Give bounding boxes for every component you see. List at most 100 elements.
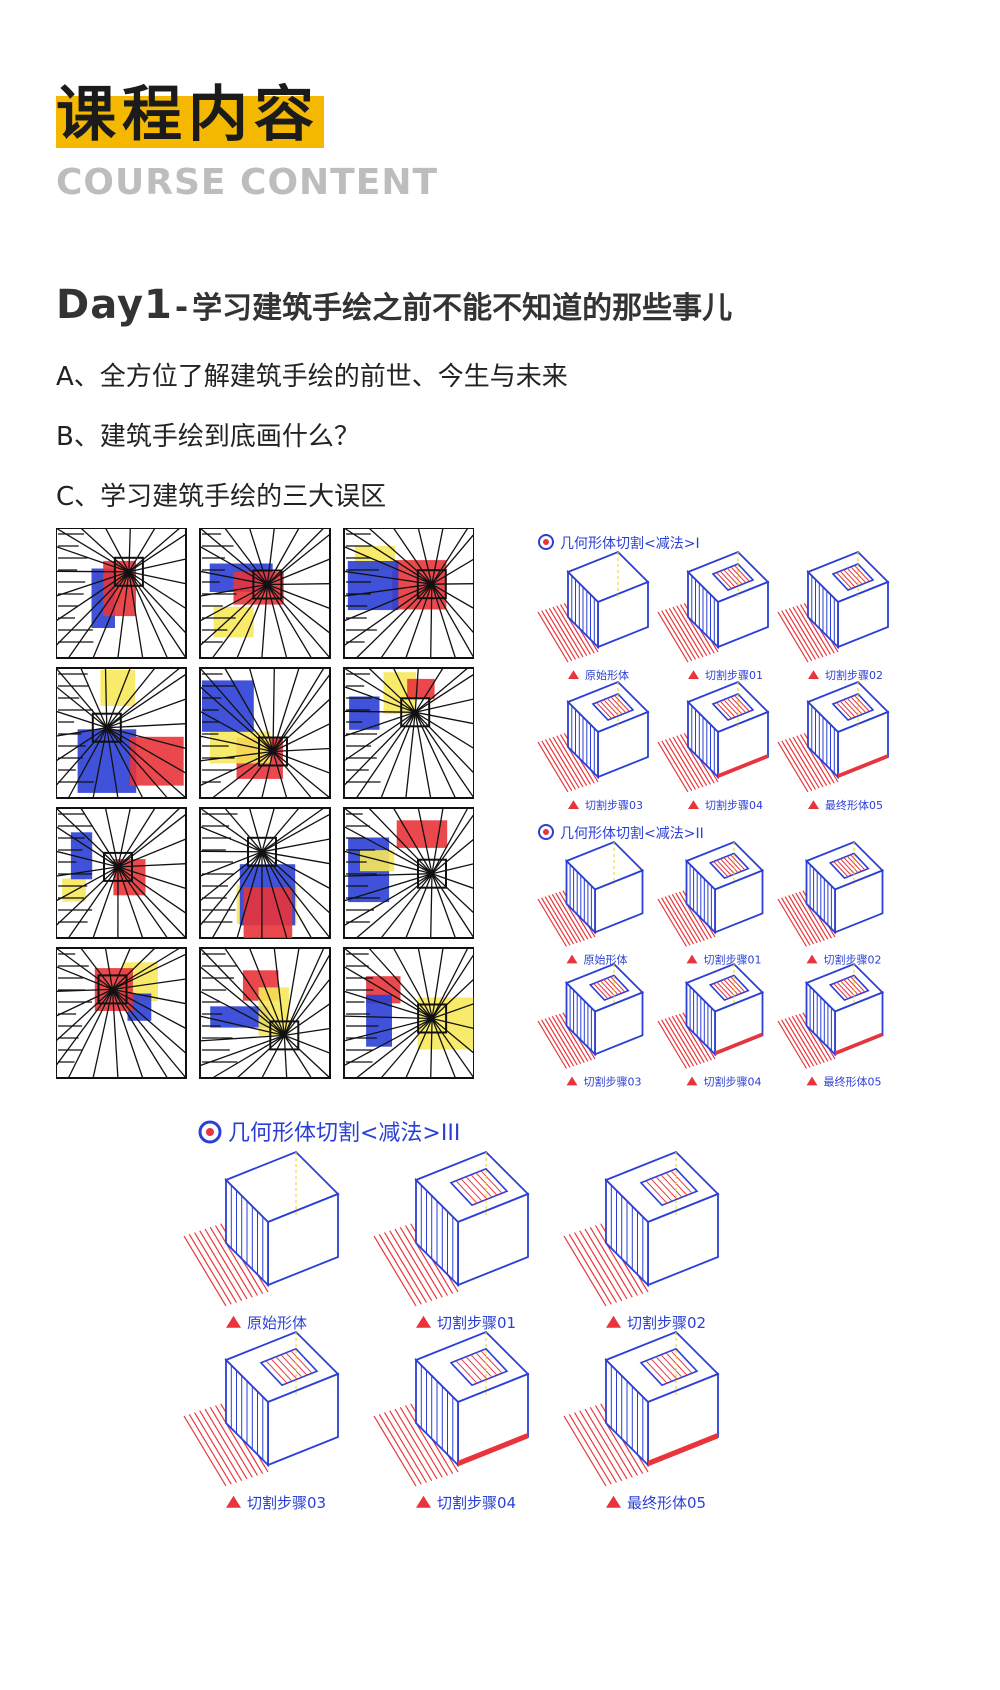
- cut-hatch: [840, 980, 856, 997]
- cut-hatch: [650, 1178, 673, 1202]
- sketch-line: [431, 873, 457, 939]
- shadow-hatch: [573, 1232, 618, 1303]
- shadow-hatch: [795, 1014, 825, 1063]
- sketch-line: [199, 750, 274, 787]
- cut-hatch: [660, 1174, 683, 1198]
- cut-hatch: [650, 1358, 673, 1382]
- shadow-hatch: [573, 1412, 618, 1483]
- shadow-hatch: [544, 739, 577, 790]
- shadow-hatch: [777, 741, 809, 793]
- sketch-vanishing-box: [269, 1020, 300, 1051]
- sketch-line: [272, 673, 331, 752]
- sketch-line: [355, 873, 433, 939]
- shadow-hatch: [558, 1013, 589, 1062]
- cut-step-label: 原始形体: [585, 668, 629, 682]
- triangle-marker-icon: [686, 1076, 698, 1086]
- sketch-line: [112, 988, 187, 1054]
- sketch-line: [261, 584, 269, 659]
- cut-hatch: [465, 1176, 488, 1200]
- sketch-line: [199, 735, 274, 753]
- sketch-vanishing-box: [417, 858, 447, 889]
- cut-step-label: 最终形体05: [627, 1494, 706, 1512]
- sketch-line: [56, 570, 129, 573]
- sketch-line: [284, 1027, 331, 1037]
- sketch-line: [405, 1018, 433, 1079]
- target-icon: [538, 534, 554, 550]
- sketch-line: [414, 667, 419, 713]
- cut-hatch: [730, 566, 747, 584]
- diagram-title: 几何形体切割<减法>I: [560, 535, 700, 552]
- sketch-line: [236, 751, 274, 799]
- sketch-line: [392, 667, 416, 713]
- shadow-hatch: [548, 737, 580, 789]
- sketch-line: [417, 528, 433, 585]
- sketch-line: [266, 584, 331, 659]
- shadow-hatch: [671, 1015, 702, 1065]
- cut-hatch: [280, 1354, 303, 1378]
- sketch-line: [431, 807, 444, 874]
- cut-hatch: [593, 983, 609, 1000]
- sketch-line: [199, 750, 274, 762]
- course-item-a: A、全方位了解建筑手绘的前世、今生与未来: [56, 362, 568, 392]
- sketch-line: [56, 988, 113, 1042]
- cut-diagram-cell: 切割步骤04: [373, 1330, 530, 1512]
- shadow-hatch: [788, 1017, 818, 1066]
- sketch-line: [106, 667, 156, 729]
- cut-diagram-cell: 切割步骤01: [657, 840, 765, 966]
- sketch-line: [104, 667, 108, 728]
- shadow-hatch: [193, 1232, 238, 1303]
- sketch-line: [431, 1003, 474, 1020]
- cut-opening: [831, 563, 875, 591]
- diagram-title-group: 几何形体切割<减法>III: [198, 1120, 460, 1146]
- cut-hatch: [670, 1170, 693, 1194]
- sketch-line: [56, 727, 107, 737]
- cut-hatch: [836, 859, 852, 876]
- sketch-line: [128, 571, 187, 634]
- cut-diagram-cell: 最终形体05: [777, 962, 885, 1088]
- cut-hatch: [726, 697, 743, 715]
- sketch-line: [212, 1034, 285, 1079]
- sketch-line: [248, 807, 263, 852]
- cut-hatch: [596, 981, 612, 998]
- sketch-line: [261, 751, 274, 799]
- sketch-line: [117, 866, 187, 890]
- cut-step-label: 最终形体05: [824, 1074, 882, 1088]
- sketch-line: [267, 583, 331, 634]
- sketch-line: [128, 528, 131, 572]
- shadow-hatch: [661, 1019, 691, 1068]
- cut-opening: [708, 974, 750, 1002]
- sketch-line: [106, 667, 131, 728]
- sketch-line: [128, 571, 187, 585]
- shadow-hatch: [404, 1225, 449, 1296]
- shadow-hatch: [548, 895, 578, 944]
- sketch-line: [112, 953, 187, 990]
- sketch-line: [112, 988, 187, 1030]
- cut-hatch: [716, 859, 732, 876]
- diagram-title: 几何形体切割<减法>II: [560, 825, 704, 842]
- sketch-line: [112, 988, 187, 1005]
- shadow-hatch: [668, 737, 700, 789]
- sketch-vanishing-box: [258, 736, 288, 767]
- sketch-line: [266, 584, 288, 659]
- shadow-hatch: [672, 606, 704, 658]
- shadow-hatch: [664, 609, 697, 660]
- shadow-hatch: [209, 1406, 253, 1478]
- sketch-color-patch: [202, 680, 254, 732]
- shadow-hatch: [556, 735, 588, 787]
- sketch-line: [106, 727, 119, 799]
- shadow-hatch: [559, 734, 592, 785]
- sketch-line: [56, 850, 119, 868]
- sketch-line: [117, 807, 156, 868]
- target-icon-center: [543, 539, 549, 545]
- sketch-line: [380, 873, 433, 939]
- cut-hatch: [836, 702, 852, 719]
- sketch-line: [56, 866, 119, 902]
- shadow-hatch: [781, 1019, 811, 1068]
- shadow-hatch: [661, 610, 693, 662]
- cut-hatch: [606, 977, 622, 994]
- cut-opening: [828, 852, 870, 880]
- sketch-line: [128, 528, 181, 573]
- shadow-hatch: [675, 892, 705, 941]
- sketch-cell: [343, 947, 474, 1079]
